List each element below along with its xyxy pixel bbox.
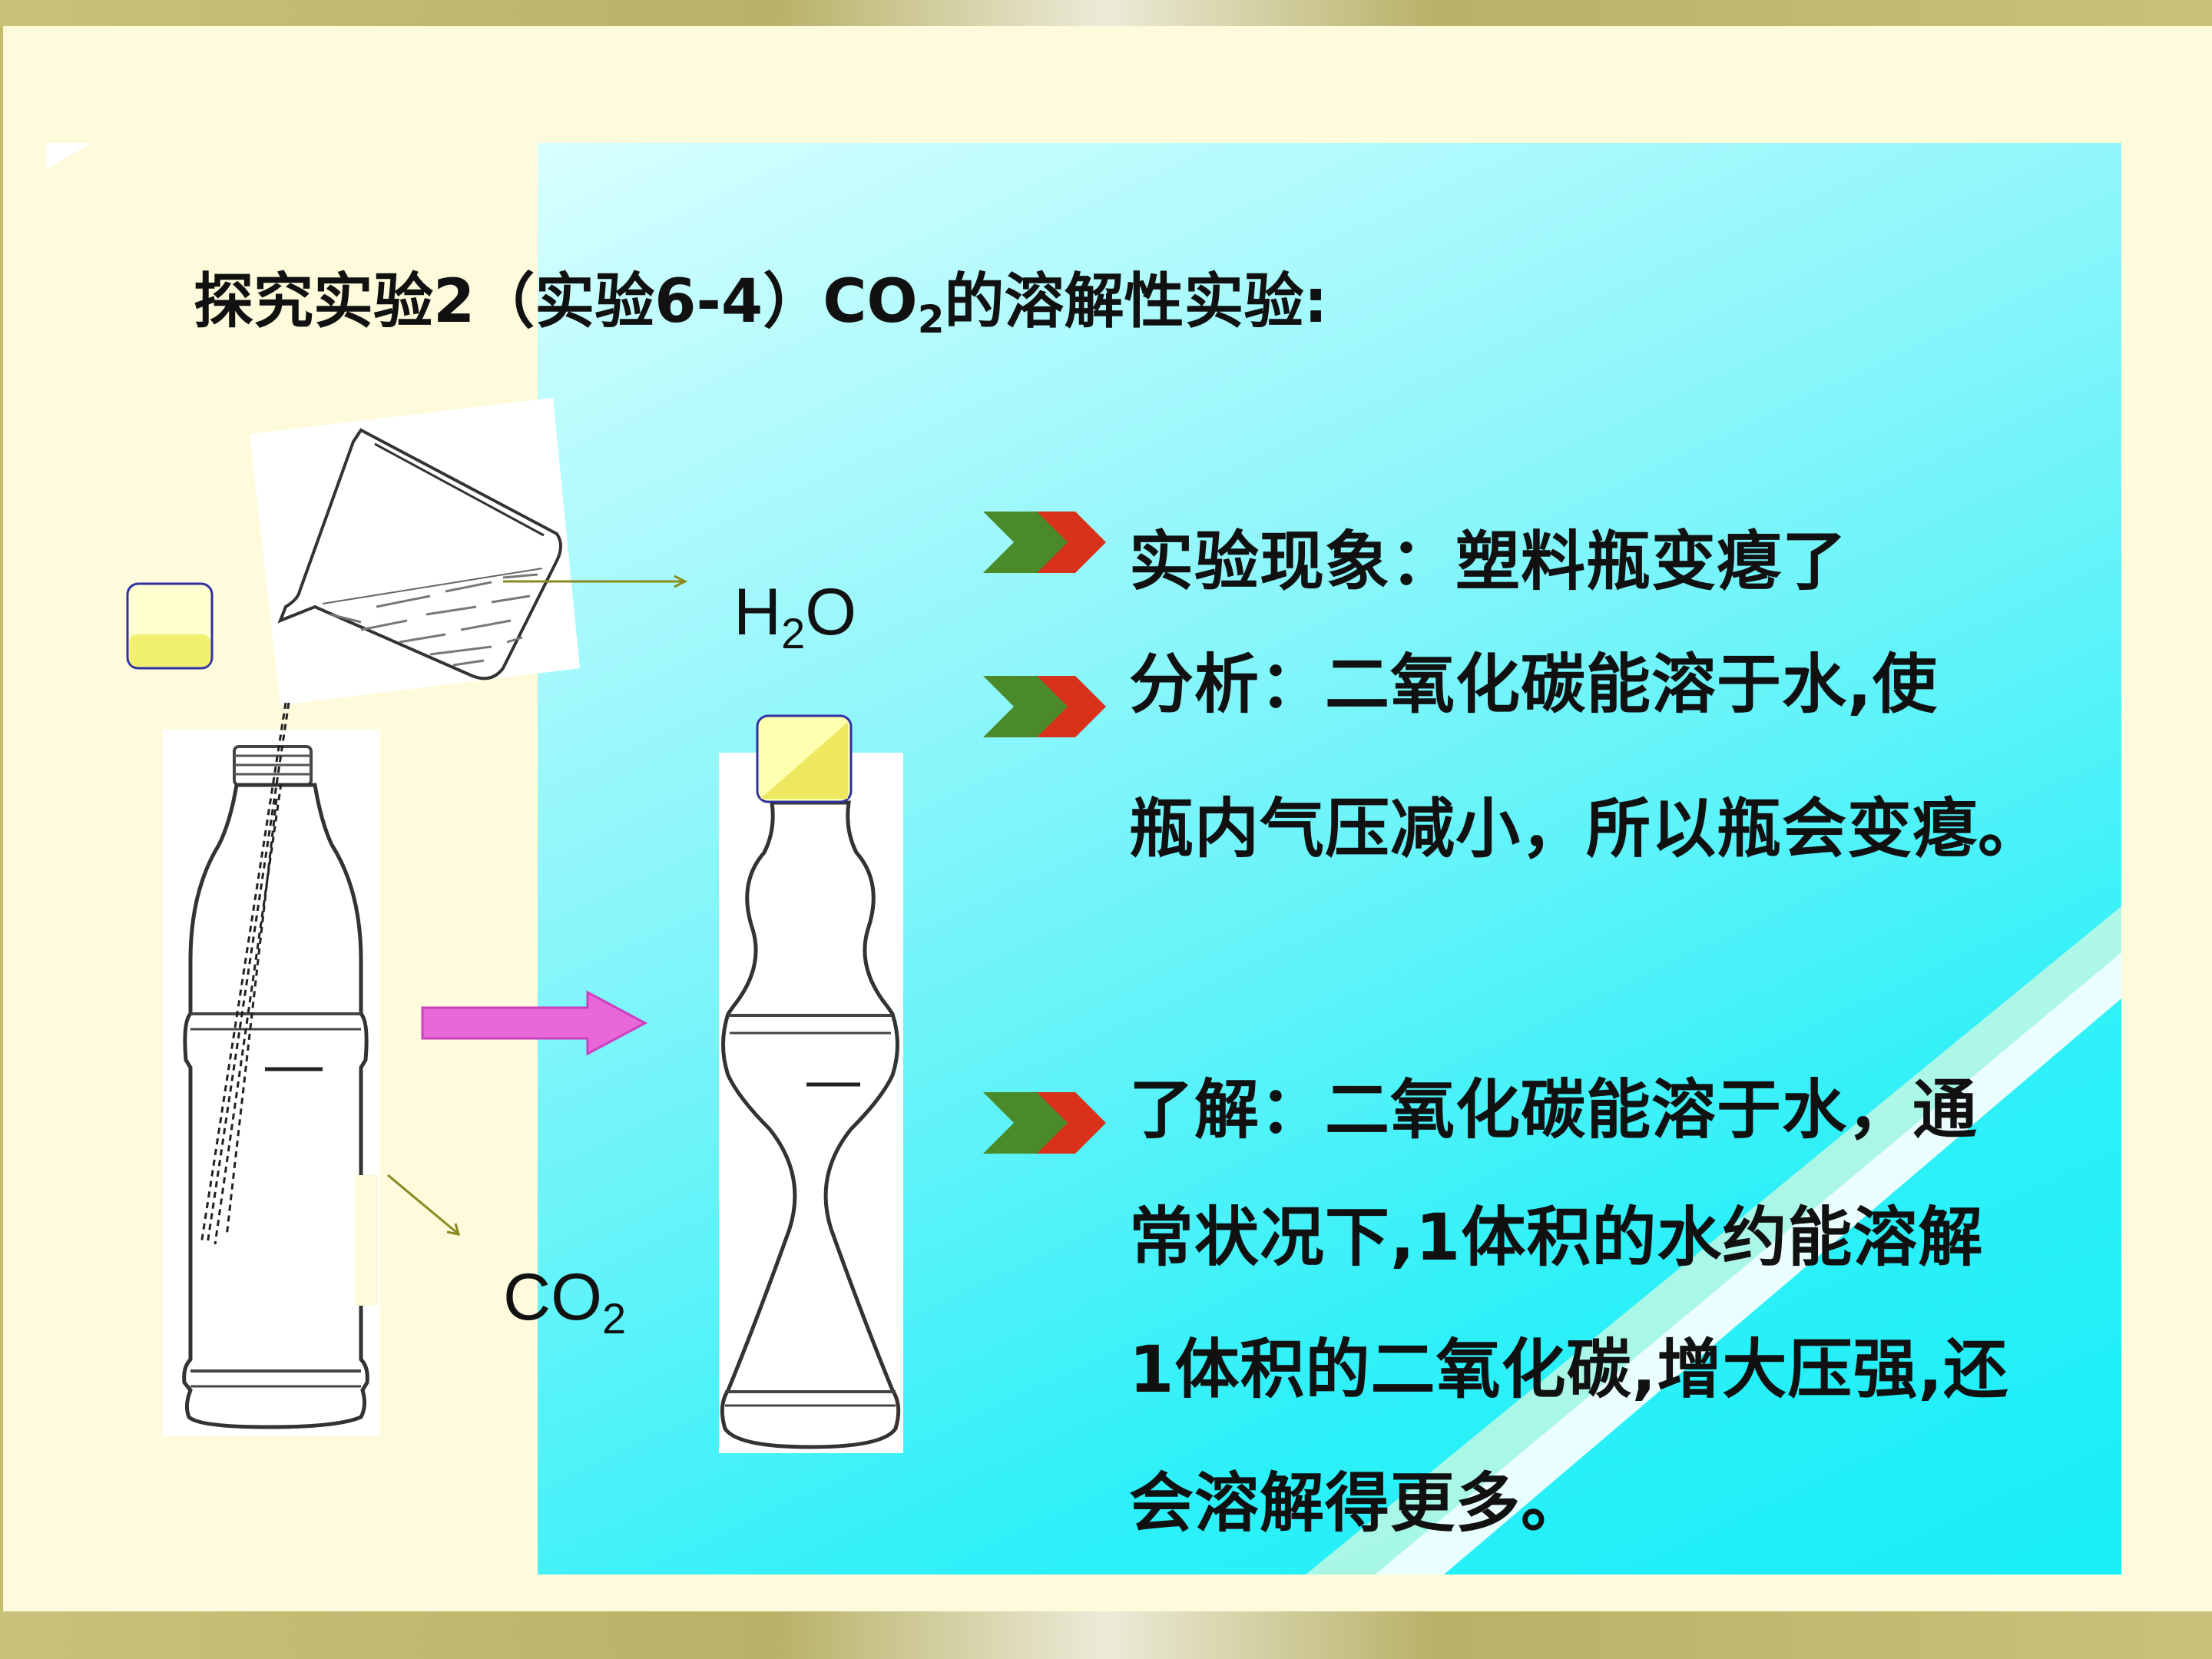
label-co2: CO2 — [503, 1260, 627, 1343]
text-note-1: 了解：二氧化碳能溶于水，通 — [1129, 1072, 1979, 1147]
chevron-bullet-3 — [983, 1092, 1106, 1154]
text-note-4: 会溶解得更多。 — [1129, 1465, 1587, 1541]
full-bottle-illustration — [163, 702, 379, 1436]
left-decor-edge — [0, 26, 3, 1611]
chevron-bullet-2 — [983, 676, 1106, 737]
transition-arrow — [421, 990, 648, 1056]
text-observation: 实验现象：塑料瓶变瘪了 — [1129, 524, 1848, 599]
top-decor-bar — [0, 0, 2212, 26]
slide-title: 探究实验2（实验6-4）CO2的溶解性实验: — [194, 267, 1328, 342]
beaker-illustration — [250, 398, 580, 705]
text-analysis-1: 分析：二氧化碳能溶于水,使 — [1129, 647, 1938, 722]
squashed-bottle-illustration — [719, 753, 903, 1453]
text-note-2: 常状况下,1体积的水约能溶解 — [1129, 1200, 1984, 1275]
placeholder-square-cap — [756, 714, 853, 803]
bottom-decor-bar — [0, 1611, 2212, 1659]
text-note-3: 1体积的二氧化碳,增大压强,还 — [1129, 1332, 2009, 1407]
label-h2o: H2O — [733, 575, 857, 657]
placeholder-square-left — [126, 582, 214, 670]
text-analysis-2: 瓶内气压减小，所以瓶会变瘪。 — [1129, 791, 2044, 866]
chevron-bullet-1 — [983, 512, 1106, 573]
